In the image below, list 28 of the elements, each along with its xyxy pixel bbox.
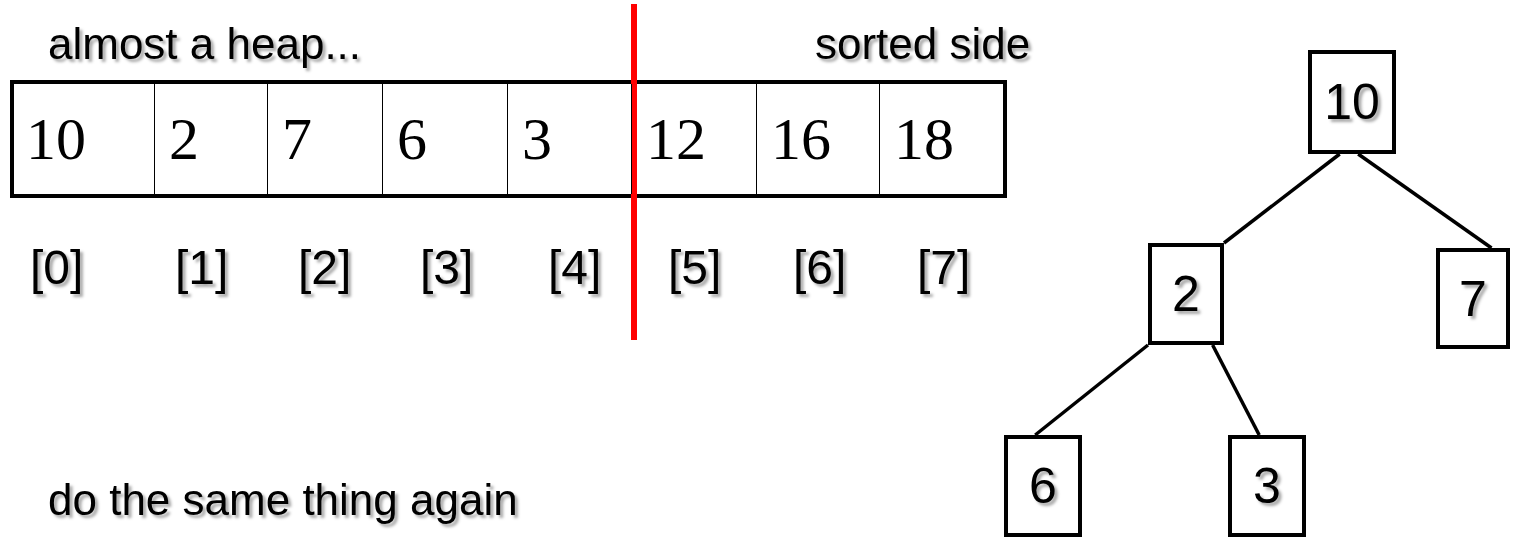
tree-node-box: 10 <box>1308 50 1396 154</box>
tree-node-box: 2 <box>1148 243 1224 345</box>
tree-edge <box>1222 152 1341 245</box>
instruction-text: do the same thing again <box>48 478 518 522</box>
index-label: [4] <box>548 244 602 292</box>
tree-node-box: 6 <box>1004 435 1082 537</box>
array-cell: 6 <box>383 84 508 194</box>
index-label: [1] <box>175 244 229 292</box>
index-label: [6] <box>793 244 847 292</box>
tree-edge <box>1034 343 1150 437</box>
index-label: [2] <box>298 244 352 292</box>
tree-edge <box>1211 344 1261 436</box>
index-label: [5] <box>668 244 722 292</box>
array-cell: 7 <box>268 84 383 194</box>
tree-node-box: 3 <box>1228 435 1306 537</box>
tree-edge <box>1357 152 1493 250</box>
heading: sorted side <box>815 22 1031 66</box>
array-cell: 10 <box>12 84 155 194</box>
array-cell: 3 <box>508 84 632 194</box>
array-cell: 2 <box>155 84 268 194</box>
index-label: [7] <box>917 244 971 292</box>
array-cell: 16 <box>757 84 880 194</box>
index-label: [0] <box>30 244 84 292</box>
index-label: [3] <box>420 244 474 292</box>
array-cell: 18 <box>880 84 1003 194</box>
heading: almost a heap... <box>48 22 362 66</box>
tree-node-box: 7 <box>1436 248 1510 349</box>
array-cell: 12 <box>632 84 757 194</box>
